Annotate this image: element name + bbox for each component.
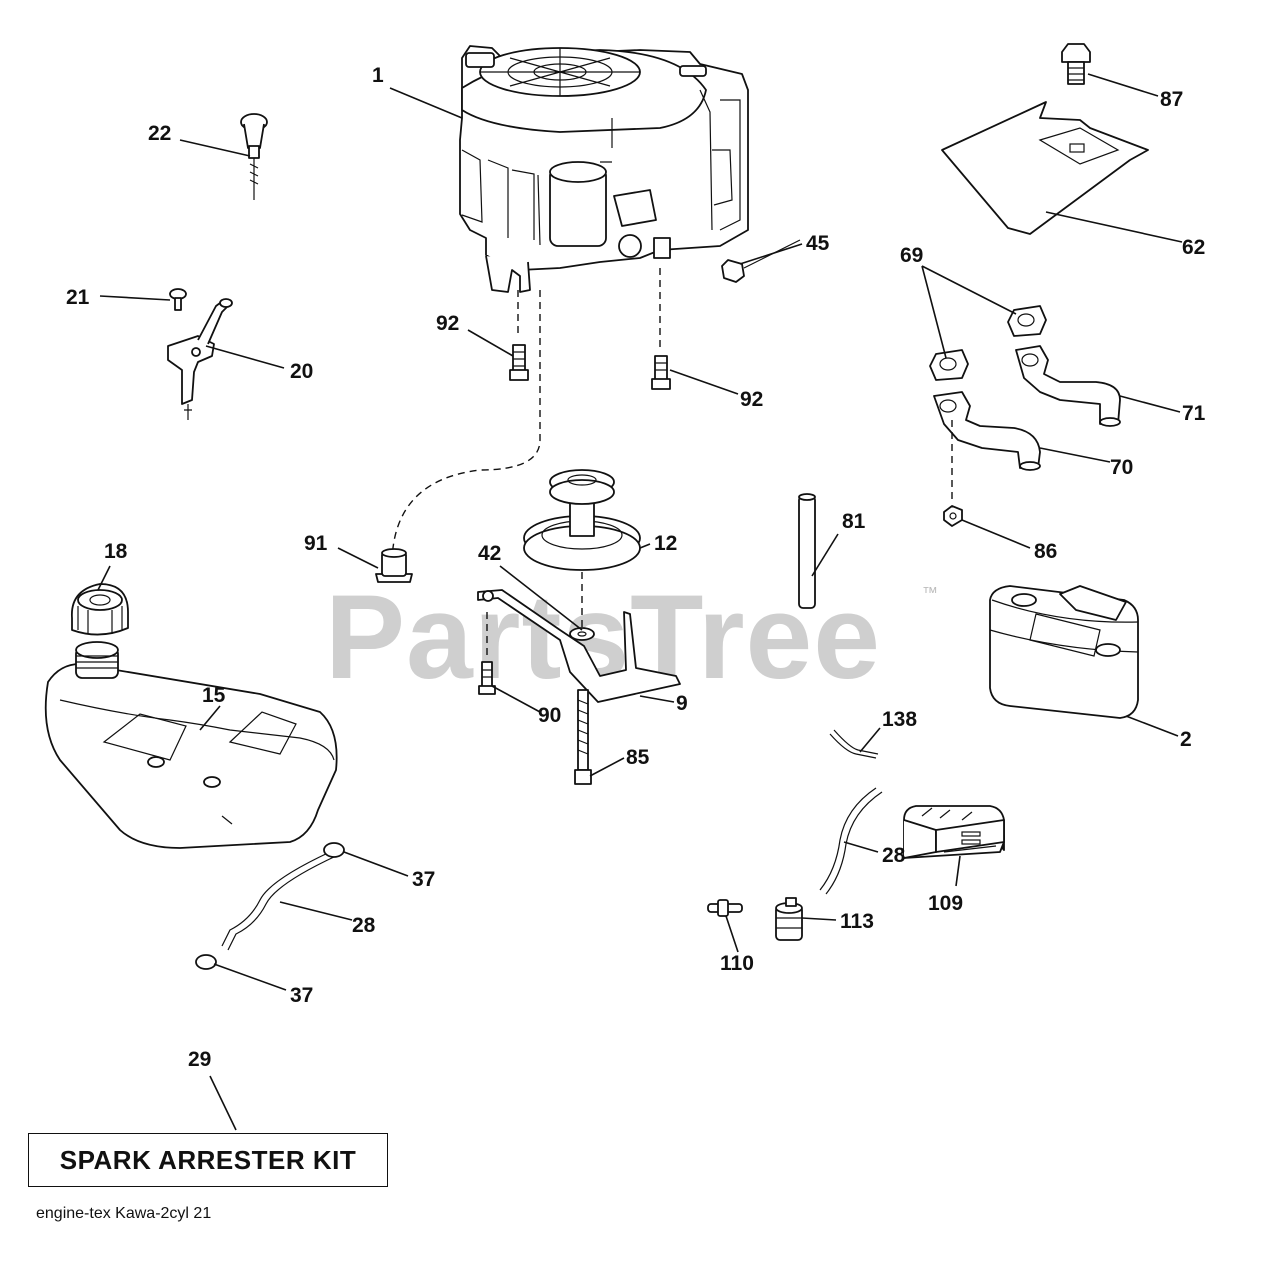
- clamp-37-upper-part[interactable]: [323, 842, 345, 858]
- gasket-69-rear-part[interactable]: [1007, 305, 1047, 337]
- knob-part[interactable]: [1061, 43, 1091, 85]
- callout-20: 20: [290, 360, 313, 383]
- pulley-part[interactable]: [523, 469, 641, 571]
- callout-28-left: 28: [352, 914, 376, 937]
- callout-113: 113: [840, 910, 874, 933]
- fuel-line-left-part[interactable]: [221, 851, 337, 951]
- connector-part[interactable]: [707, 899, 743, 917]
- fuel-tank-part[interactable]: [44, 641, 338, 849]
- exhaust-pipe-70-part[interactable]: [933, 391, 1041, 471]
- watermark-trademark: ™: [922, 585, 938, 602]
- gasket-69-front-part[interactable]: [929, 349, 969, 381]
- tube-part[interactable]: [798, 493, 816, 609]
- engine-part[interactable]: [459, 45, 749, 293]
- dipstick-part[interactable]: [240, 113, 268, 200]
- callout-110: 110: [720, 952, 754, 975]
- bolt-45-part[interactable]: [721, 239, 801, 283]
- callout-138: 138: [882, 708, 917, 731]
- callout-109: 109: [928, 892, 963, 915]
- callout-69: 69: [900, 244, 923, 267]
- callout-28-right: 28: [882, 844, 906, 867]
- callout-15: 15: [202, 684, 226, 707]
- callout-91: 91: [304, 532, 328, 555]
- exhaust-pipe-71-part[interactable]: [1015, 345, 1121, 427]
- fuel-line-right-part[interactable]: [819, 787, 883, 895]
- callout-1: 1: [372, 64, 384, 87]
- screw-21-part[interactable]: [169, 288, 187, 311]
- nut-part[interactable]: [943, 505, 963, 527]
- washer-part[interactable]: [569, 627, 595, 641]
- bushing-part[interactable]: [375, 548, 413, 583]
- callout-81: 81: [842, 510, 866, 533]
- callout-37-lower: 37: [290, 984, 313, 1007]
- callout-62: 62: [1182, 236, 1205, 259]
- clamp-37-lower-part[interactable]: [195, 954, 217, 970]
- leader-lines: [97, 73, 1183, 1131]
- spark-arrester-part[interactable]: [903, 805, 1005, 859]
- bolt-92-left-part[interactable]: [509, 344, 529, 381]
- callout-86: 86: [1034, 540, 1057, 563]
- callout-21: 21: [66, 286, 90, 309]
- fuel-filter-part[interactable]: [775, 897, 803, 941]
- bolt-92-right-part[interactable]: [651, 355, 671, 390]
- callout-92-left: 92: [436, 312, 459, 335]
- callout-18: 18: [104, 540, 128, 563]
- heat-shield-part[interactable]: [941, 101, 1149, 235]
- callout-22: 22: [148, 122, 171, 145]
- throttle-bracket-part[interactable]: [167, 298, 233, 420]
- callout-85: 85: [626, 746, 650, 769]
- idler-bracket-part[interactable]: [477, 589, 681, 703]
- callout-90: 90: [538, 704, 561, 727]
- callout-9: 9: [676, 692, 688, 715]
- callout-70: 70: [1110, 456, 1133, 479]
- spark-arrester-kit-box: SPARK ARRESTER KIT: [28, 1133, 388, 1187]
- callout-2: 2: [1180, 728, 1192, 751]
- spark-arrester-kit-label: SPARK ARRESTER KIT: [59, 1144, 357, 1175]
- diagram-reference: engine-tex Kawa-2cyl 21: [36, 1205, 212, 1222]
- fuel-line-138-part[interactable]: [829, 729, 879, 759]
- muffler-part[interactable]: [989, 585, 1139, 719]
- callout-42: 42: [478, 542, 501, 565]
- gas-cap-part[interactable]: [71, 583, 129, 636]
- callout-92-right: 92: [740, 388, 763, 411]
- callout-29: 29: [188, 1048, 211, 1071]
- bolt-90-part[interactable]: [478, 661, 496, 695]
- callout-71: 71: [1182, 402, 1206, 425]
- callout-12: 12: [654, 532, 677, 555]
- callout-37-upper: 37: [412, 868, 435, 891]
- callout-87: 87: [1160, 88, 1183, 111]
- callout-45: 45: [806, 232, 830, 255]
- bolt-85-part[interactable]: [574, 689, 592, 785]
